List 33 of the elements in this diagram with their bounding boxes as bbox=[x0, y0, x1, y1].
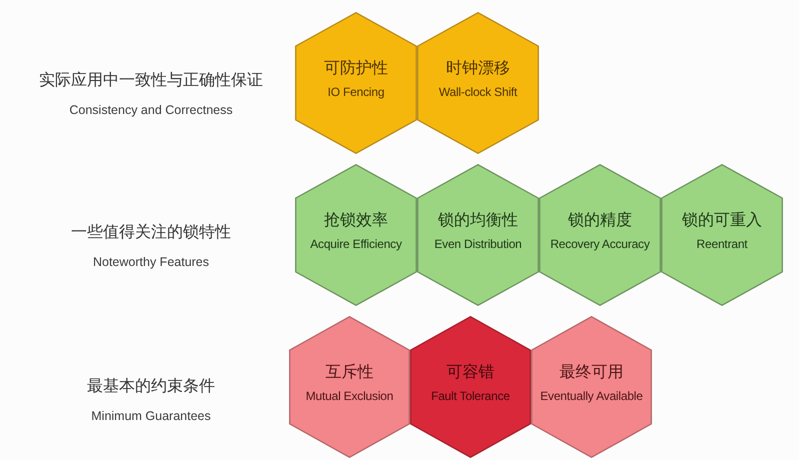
hexagon bbox=[539, 164, 661, 306]
row-title: 实际应用中一致性与正确性保证 bbox=[39, 72, 263, 90]
hexagon-subtitle: Even Distribution bbox=[434, 237, 522, 251]
hexagon-subtitle: Fault Tolerance bbox=[431, 389, 510, 403]
hexagon bbox=[410, 316, 531, 458]
hexagon-title: 可容错 bbox=[446, 364, 494, 381]
hexagon-title: 锁的精度 bbox=[568, 212, 632, 229]
hexagon-subtitle: Recovery Accuracy bbox=[550, 237, 650, 251]
hexagon-subtitle: Acquire Efficiency bbox=[310, 237, 402, 251]
hexagon bbox=[289, 316, 410, 458]
hexagon-subtitle: Mutual Exclusion bbox=[306, 389, 394, 403]
hexagon bbox=[295, 12, 417, 154]
hexagon-title: 最终可用 bbox=[560, 364, 624, 381]
hexagon-title: 时钟漂移 bbox=[446, 60, 510, 77]
hexagon bbox=[417, 12, 539, 154]
hexagon-subtitle: Eventually Available bbox=[540, 389, 643, 403]
hexagon-title: 锁的均衡性 bbox=[438, 212, 518, 229]
hexagon-subtitle: Wall-clock Shift bbox=[438, 85, 518, 99]
row-subtitle: Minimum Guarantees bbox=[91, 409, 211, 423]
hexagon-subtitle: Reentrant bbox=[696, 237, 748, 251]
hexagon bbox=[661, 164, 783, 306]
row-subtitle: Noteworthy Features bbox=[92, 255, 210, 269]
hexagon bbox=[531, 316, 652, 458]
hexagon-title: 抢锁效率 bbox=[324, 212, 388, 229]
hexagon-title: 锁的可重入 bbox=[682, 212, 762, 229]
hexagon bbox=[295, 164, 417, 306]
hexagon-title: 互斥性 bbox=[326, 364, 374, 381]
row-title: 一些值得关注的锁特性 bbox=[71, 224, 231, 242]
hexagon bbox=[417, 164, 539, 306]
hexagon-title: 可防护性 bbox=[324, 60, 388, 77]
row-subtitle: Consistency and Correctness bbox=[69, 103, 233, 117]
hexagon-subtitle: IO Fencing bbox=[328, 85, 384, 99]
row-title: 最基本的约束条件 bbox=[87, 378, 215, 396]
